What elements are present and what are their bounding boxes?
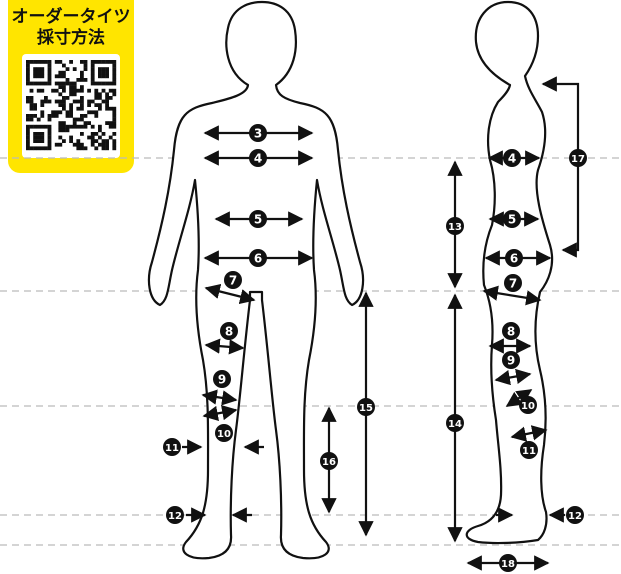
marker-12-side: 12 [566,506,584,524]
svg-text:3: 3 [254,127,262,141]
marker-8-side: 8 [502,322,520,340]
number-markers: 3 4 5 6 7 8 9 10 11 12 15 16 4 5 6 7 8 9… [163,124,587,572]
marker-14: 14 [446,414,464,432]
order-tights-qr-badge[interactable]: オーダータイツ 採寸方法 [8,0,134,173]
marker-15: 15 [357,398,375,416]
front-body-outline [147,0,365,560]
arrow-7-side [482,285,542,306]
svg-text:9: 9 [218,373,226,387]
svg-text:4: 4 [254,152,262,166]
svg-text:6: 6 [510,252,518,266]
badge-title-line1: オーダータイツ [11,7,131,27]
marker-16: 16 [320,452,338,470]
marker-3: 3 [249,124,267,142]
marker-5-side: 5 [503,210,521,228]
marker-11-front: 11 [163,438,181,456]
arrow-8-front [204,338,245,355]
svg-text:16: 16 [322,457,336,468]
svg-text:5: 5 [508,213,516,227]
marker-10-front: 10 [215,424,233,442]
svg-text:14: 14 [448,419,462,430]
marker-8-front: 8 [220,322,238,340]
svg-text:11: 11 [522,446,536,457]
svg-text:7: 7 [229,274,237,288]
marker-7-front: 7 [224,271,242,289]
qr-code-panel[interactable] [22,54,120,158]
side-body-silhouette [465,0,554,545]
svg-text:17: 17 [571,154,585,165]
marker-7-side: 7 [504,274,522,292]
marker-12-front: 12 [166,506,184,524]
svg-text:5: 5 [254,213,262,227]
arrow-9-front [201,389,238,406]
arrow-7-front [204,283,256,305]
svg-text:10: 10 [521,401,535,412]
svg-text:18: 18 [501,559,515,570]
svg-text:12: 12 [168,511,182,522]
marker-9-side: 9 [502,351,520,369]
marker-6-side: 6 [505,249,523,267]
svg-text:8: 8 [225,325,233,339]
svg-text:12: 12 [568,511,582,522]
arrow-17 [541,76,580,258]
svg-text:13: 13 [448,222,462,233]
svg-text:7: 7 [509,277,517,291]
qr-code-icon [26,60,117,151]
marker-6-front: 6 [249,249,267,267]
svg-text:11: 11 [165,443,179,454]
marker-13: 13 [446,217,464,235]
marker-17: 17 [569,149,587,167]
arrow-11-side [510,425,548,442]
marker-9-front: 9 [213,370,231,388]
arrow-10-front [202,404,238,422]
svg-text:8: 8 [507,325,515,339]
svg-text:9: 9 [507,354,515,368]
marker-10-side: 10 [519,396,537,414]
marker-11-side: 11 [520,441,538,459]
svg-text:6: 6 [254,252,262,266]
arrow-9-side [494,368,532,386]
marker-4-side: 4 [503,149,521,167]
svg-text:10: 10 [217,429,231,440]
marker-4-front: 4 [249,149,267,167]
badge-title-line2: 採寸方法 [37,28,105,48]
svg-text:15: 15 [359,403,373,414]
side-body-outline [465,0,554,545]
marker-18: 18 [499,554,517,572]
front-body-silhouette [147,0,365,560]
arrow-10-side [505,389,533,407]
marker-5-front: 5 [249,210,267,228]
svg-text:4: 4 [508,152,516,166]
